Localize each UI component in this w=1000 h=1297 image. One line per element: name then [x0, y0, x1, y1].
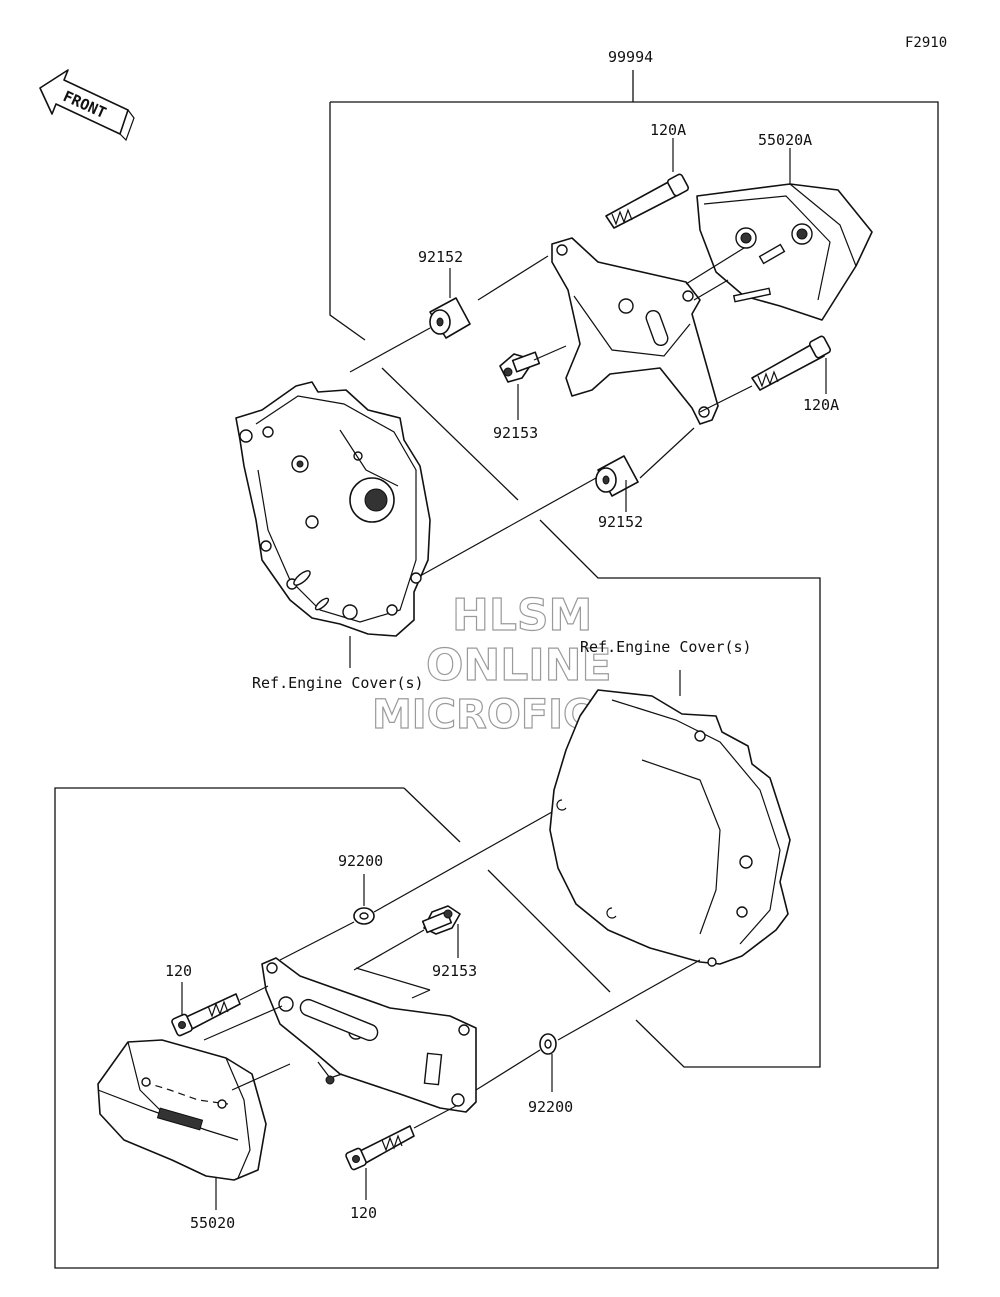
frame-slider-bracket-upper: [551, 237, 719, 425]
part-label-washer-top: 92200: [338, 852, 383, 870]
bolt-upper-right: [751, 335, 832, 391]
part-label-slider-lower: 55020: [190, 1214, 235, 1232]
kit-frame-diagonal-2: [403, 787, 461, 843]
bolt-lower-bottom: [345, 1125, 415, 1171]
alignment-lines-upper: [349, 247, 753, 577]
kit-frame-diagonal-3: [487, 869, 611, 993]
part-label-collar-upper: 92152: [418, 248, 463, 266]
engine-cover-left: [235, 381, 431, 637]
alignment-lines-lower: [203, 811, 701, 1129]
figure-code: F2910: [905, 35, 947, 51]
part-label-slider-upper: 55020A: [758, 131, 812, 149]
screw-lower: [421, 905, 461, 935]
kit-frame-right: [539, 519, 821, 1068]
engine-cover-right: [549, 689, 791, 967]
collar-lower: [595, 455, 639, 497]
bolt-upper-top: [605, 173, 690, 229]
washer-top: [353, 907, 375, 925]
part-label-washer-bottom: 92200: [528, 1098, 573, 1116]
kit-frame-diagonal-1: [381, 367, 519, 501]
frame-slider-bracket-lower: [261, 957, 477, 1113]
watermark-line-2: ONLINE: [426, 640, 612, 691]
part-label-ref-right: Ref.Engine Cover(s): [580, 638, 752, 656]
collar-upper: [429, 297, 471, 339]
frame-slider-upper: [696, 183, 873, 321]
part-label-bolt-upper-right: 120A: [803, 396, 839, 414]
part-label-bolt-lower-left: 120: [165, 962, 192, 980]
kit-frame-left: [329, 102, 366, 341]
kit-number-label: 99994: [608, 48, 653, 66]
part-label-bolt-upper-top: 120A: [650, 121, 686, 139]
bolt-lower-left: [171, 993, 241, 1037]
kit-frame: [54, 101, 939, 1269]
part-label-bolt-lower-bottom: 120: [350, 1204, 377, 1222]
part-label-ref-left: Ref.Engine Cover(s): [252, 674, 424, 692]
screw-upper: [499, 351, 541, 383]
part-label-collar-lower: 92152: [598, 513, 643, 531]
watermark-line-1: HLSM: [452, 590, 592, 641]
washer-bottom: [539, 1033, 557, 1055]
frame-slider-lower: [97, 1039, 267, 1181]
part-label-screw-lower: 92153: [432, 962, 477, 980]
part-label-screw-upper: 92153: [493, 424, 538, 442]
front-arrow-icon: FRONT: [39, 69, 135, 142]
